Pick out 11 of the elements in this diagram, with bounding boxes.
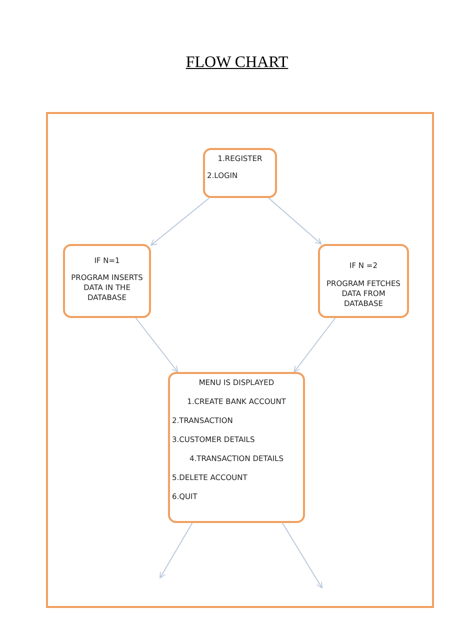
process-box [168, 372, 305, 523]
arrow [160, 522, 193, 578]
arrow [150, 198, 210, 246]
process-box [203, 148, 277, 198]
arrow [135, 318, 178, 372]
arrow [282, 522, 322, 588]
process-box [63, 244, 151, 318]
title: FLOW CHART [186, 54, 288, 71]
arrow [268, 198, 322, 244]
arrow [294, 318, 336, 372]
process-box [318, 244, 409, 318]
